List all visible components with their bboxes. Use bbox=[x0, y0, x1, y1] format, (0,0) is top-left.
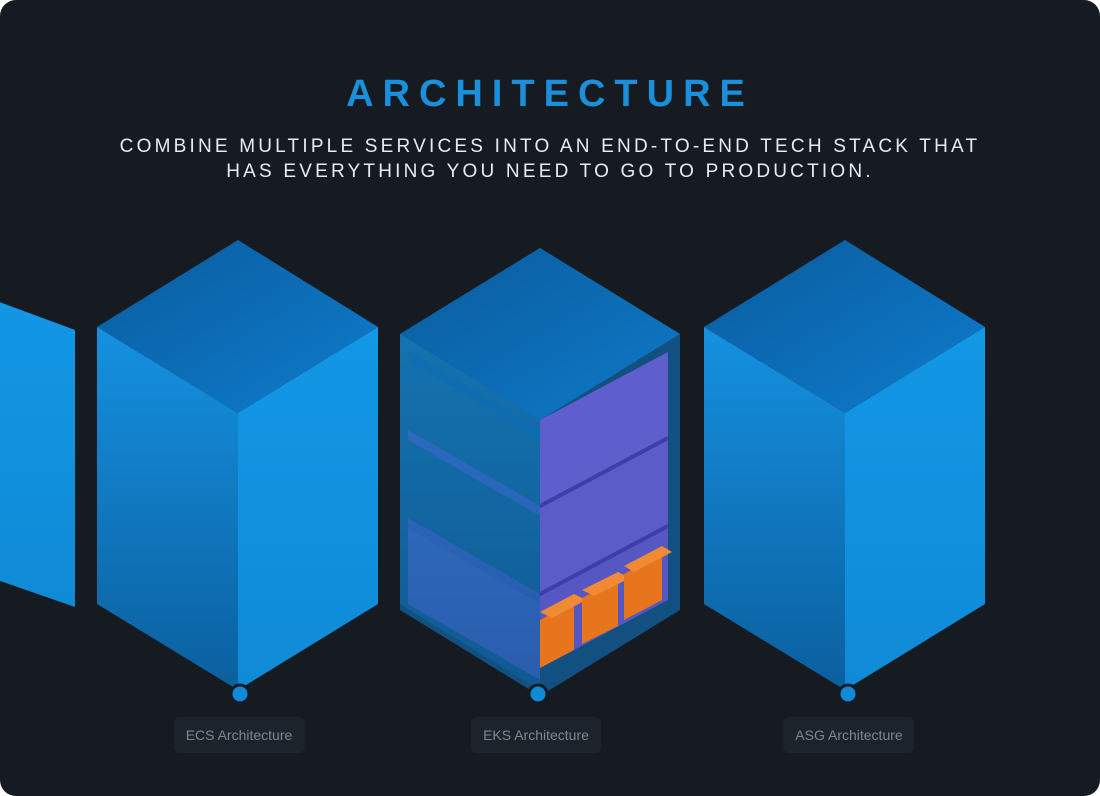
carousel-dot-ecs[interactable] bbox=[229, 683, 251, 705]
eks-layer-2 bbox=[540, 440, 668, 594]
label-eks-architecture[interactable]: EKS Architecture bbox=[471, 717, 601, 753]
cube-eks[interactable] bbox=[400, 248, 680, 696]
carousel-dot-eks[interactable] bbox=[527, 683, 549, 705]
subtitle-line-2: HAS EVERYTHING YOU NEED TO GO TO PRODUCT… bbox=[226, 161, 874, 182]
eks-pods bbox=[540, 546, 672, 668]
label-ecs-architecture[interactable]: ECS Architecture bbox=[173, 717, 305, 753]
subtitle-line-1: COMBINE MULTIPLE SERVICES INTO AN END-TO… bbox=[119, 136, 981, 157]
cube-asg[interactable] bbox=[704, 240, 985, 690]
section-title: ARCHITECTURE bbox=[346, 73, 754, 115]
label-asg-architecture[interactable]: ASG Architecture bbox=[783, 717, 915, 753]
section-subtitle: COMBINE MULTIPLE SERVICES INTO AN END-TO… bbox=[100, 134, 1000, 184]
carousel-dot-asg[interactable] bbox=[837, 683, 859, 705]
cube-ecs[interactable] bbox=[97, 240, 378, 690]
eks-layer-1 bbox=[540, 352, 668, 506]
cube-partial-left[interactable] bbox=[0, 280, 75, 650]
